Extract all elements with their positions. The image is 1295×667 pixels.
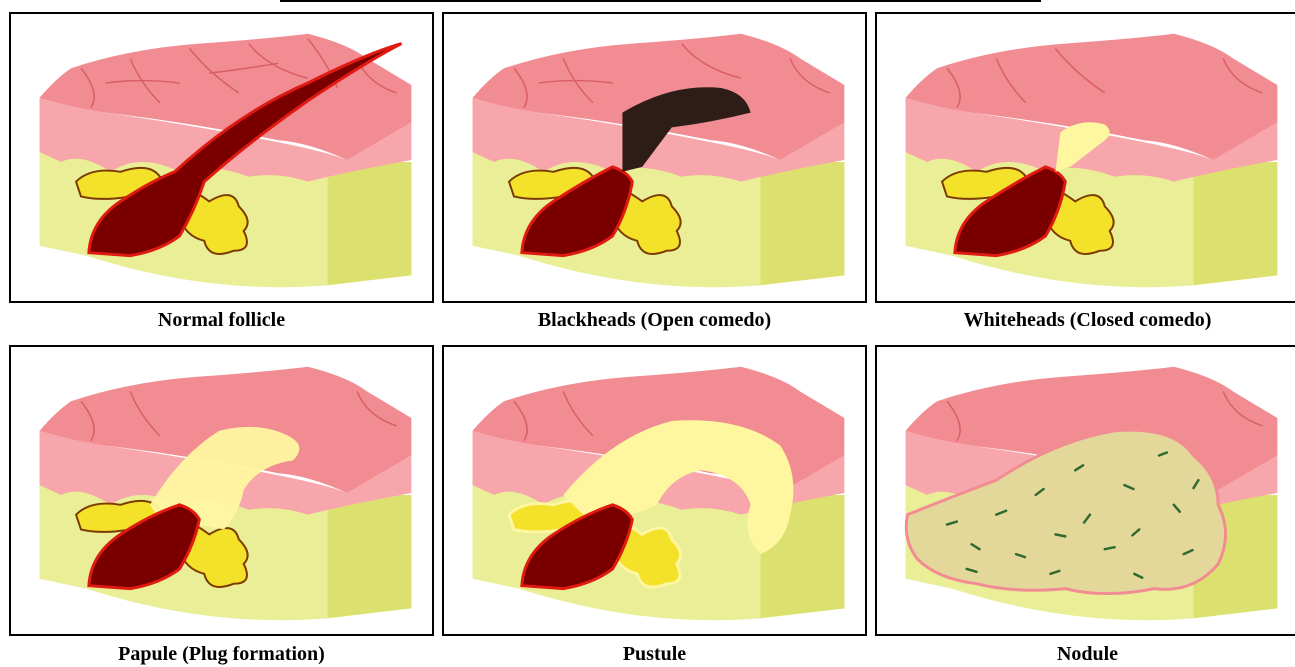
panel-nodule — [875, 345, 1295, 636]
papule-illustration — [11, 347, 432, 634]
blackheads-illustration — [444, 14, 865, 301]
caption-blackheads: Blackheads (Open comedo) — [442, 309, 867, 331]
panel-papule — [9, 345, 434, 636]
panel-blackheads — [442, 12, 867, 303]
top-rule — [280, 0, 1041, 2]
pustule-illustration — [444, 347, 865, 634]
whiteheads-illustration — [877, 14, 1295, 301]
nodule-illustration — [877, 347, 1295, 634]
caption-nodule: Nodule — [875, 643, 1295, 665]
panel-whiteheads — [875, 12, 1295, 303]
caption-normal-follicle: Normal follicle — [9, 309, 434, 331]
panel-normal-follicle — [9, 12, 434, 303]
caption-papule: Papule (Plug formation) — [9, 643, 434, 665]
panel-pustule — [442, 345, 867, 636]
normal-follicle-illustration — [11, 14, 432, 301]
caption-whiteheads: Whiteheads (Closed comedo) — [875, 309, 1295, 331]
caption-pustule: Pustule — [442, 643, 867, 665]
